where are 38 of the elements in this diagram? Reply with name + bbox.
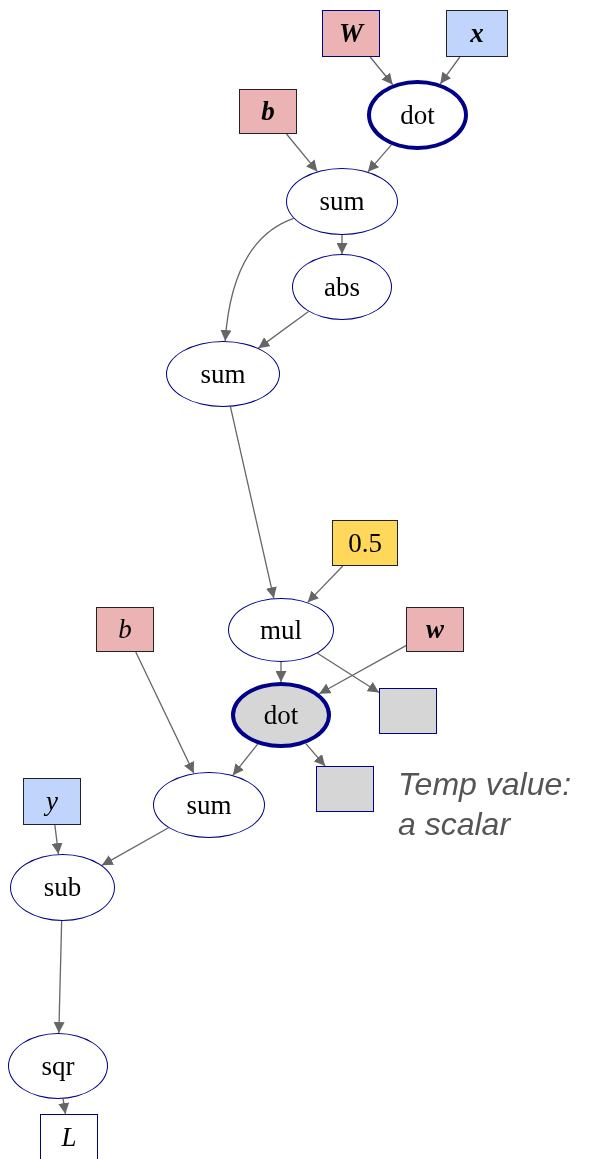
annotation-text: Temp value: a scalar — [398, 765, 573, 844]
arrow — [257, 310, 310, 349]
arrow — [439, 56, 461, 85]
arrow — [285, 133, 318, 173]
arrow — [229, 406, 277, 599]
variable-box: L — [40, 1114, 98, 1159]
arrow — [275, 661, 287, 683]
variable-box: w — [406, 607, 464, 652]
variable-box: 0.5 — [332, 520, 398, 566]
operation-ellipse: sum — [286, 168, 398, 235]
operation-ellipse: abs — [292, 254, 392, 320]
operation-ellipse: dot — [367, 80, 468, 150]
arrow — [220, 217, 295, 342]
variable-box: y — [23, 778, 81, 825]
operation-ellipse: sum — [166, 341, 280, 407]
arrow — [53, 920, 65, 1034]
arrow — [135, 651, 195, 774]
arrow — [101, 827, 170, 866]
operation-ellipse: mul — [228, 598, 334, 662]
operation-ellipse: sqr — [8, 1033, 108, 1099]
operation-ellipse: dot — [231, 682, 331, 748]
variable-box: b — [239, 89, 297, 134]
operation-ellipse: sub — [10, 854, 115, 921]
empty-box — [379, 688, 437, 734]
arrow — [58, 1098, 70, 1115]
empty-box — [316, 766, 374, 812]
operation-ellipse: sum — [153, 772, 265, 838]
arrow — [305, 743, 326, 767]
arrow — [336, 234, 348, 255]
variable-box: b — [96, 607, 154, 652]
arrow — [316, 652, 380, 694]
variable-box: x — [446, 10, 508, 57]
arrow — [369, 56, 394, 86]
arrow — [51, 824, 63, 855]
arrow — [307, 565, 344, 603]
variable-box: W — [322, 10, 380, 57]
arrow — [367, 144, 392, 173]
arrow — [318, 644, 407, 695]
